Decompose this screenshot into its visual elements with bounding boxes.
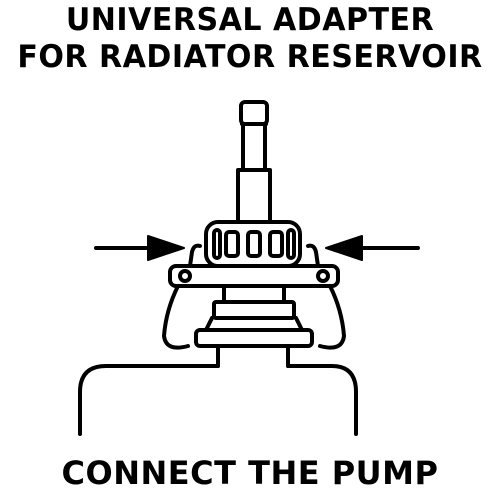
title-line-1: UNIVERSAL ADAPTER bbox=[65, 2, 435, 38]
adapter-body bbox=[194, 284, 314, 348]
knurled-nut bbox=[204, 220, 302, 268]
stem-tip bbox=[236, 100, 272, 224]
clamp-hooks bbox=[162, 284, 346, 350]
left-arrow bbox=[94, 235, 185, 261]
clamp-bar bbox=[168, 264, 340, 288]
clip-levers bbox=[188, 243, 320, 268]
title-block: UNIVERSAL ADAPTER FOR RADIATOR RESERVOIR bbox=[8, 2, 493, 76]
right-arrow bbox=[325, 235, 420, 261]
reservoir-tank bbox=[78, 364, 358, 436]
reservoir-neck bbox=[216, 344, 290, 368]
title-line-2: FOR RADIATOR RESERVOIR bbox=[17, 39, 483, 75]
caption: CONNECT THE PUMP bbox=[61, 454, 439, 492]
